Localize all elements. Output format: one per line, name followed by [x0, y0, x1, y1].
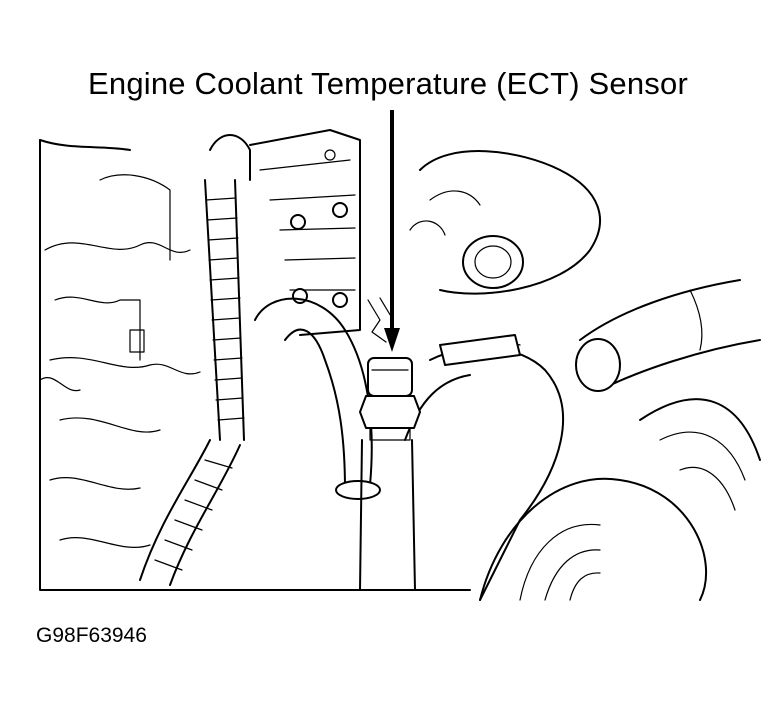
intake-pipe-fitting: [409, 150, 601, 295]
cylinder-head-block: [249, 129, 361, 336]
bypass-hose: [254, 297, 381, 500]
engine-block-outline: [39, 139, 471, 591]
figure-code: G98F63946: [36, 624, 147, 647]
water-outlet-housing: [404, 334, 565, 601]
callout-label: Engine Coolant Temperature (ECT) Sensor: [88, 66, 688, 101]
pulley: [479, 398, 761, 601]
upper-radiator-hose: [575, 279, 761, 392]
ect-sensor: [359, 357, 421, 591]
callout-arrow: [384, 110, 400, 352]
wiring-harness: [139, 134, 251, 586]
